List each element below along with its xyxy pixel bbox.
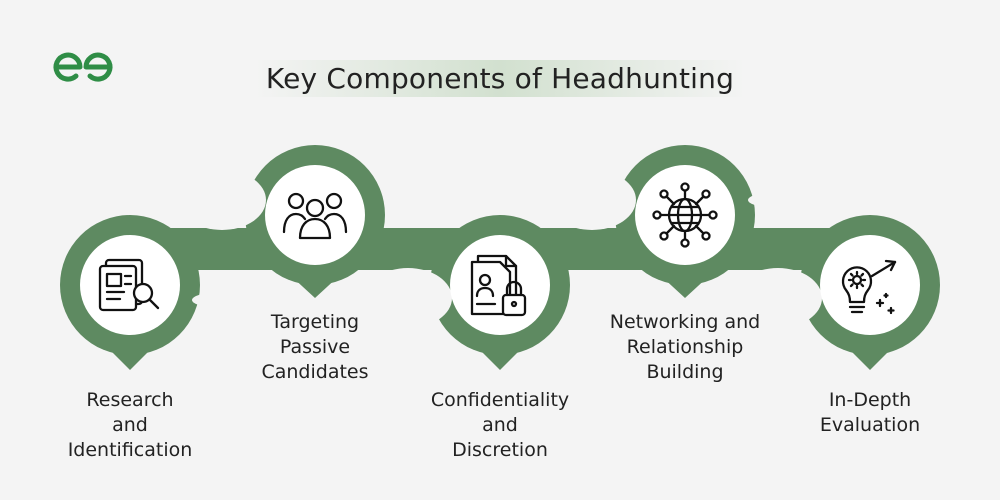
label-line: Discretion [452,439,548,461]
component-label-evaluation: In-Depth Evaluation [770,388,970,438]
band-notches [178,170,822,328]
component-label-networking: Networking and Relationship Building [575,310,795,385]
label-line: Networking and [609,311,761,333]
component-label-research: Research and Identification [30,388,230,463]
component-label-confidentiality: Confidentiality and Discretion [400,388,600,463]
label-line: Building [646,361,724,383]
label-line: Confidentiality [430,389,570,411]
label-line: Candidates [261,361,369,383]
label-line: and [112,414,148,436]
label-line: and [482,414,518,436]
title-container: Key Components of Headhunting [0,60,1000,97]
lightbulb-gear-icon [841,259,897,315]
label-line: Identification [67,439,193,461]
globe-network-icon [652,182,718,248]
document-search-icon [98,258,160,312]
label-line: Targeting [270,311,360,333]
page-title: Key Components of Headhunting [253,60,747,97]
component-label-targeting: Targeting Passive Candidates [215,310,415,385]
label-line: Evaluation [819,414,921,436]
document-lock-icon [470,254,527,317]
label-line: In-Depth [828,389,912,411]
label-line: Passive [279,336,351,358]
label-line: Research [86,389,174,411]
label-line: Relationship [626,336,744,358]
people-group-icon [282,192,348,240]
brand-logo [53,52,113,82]
